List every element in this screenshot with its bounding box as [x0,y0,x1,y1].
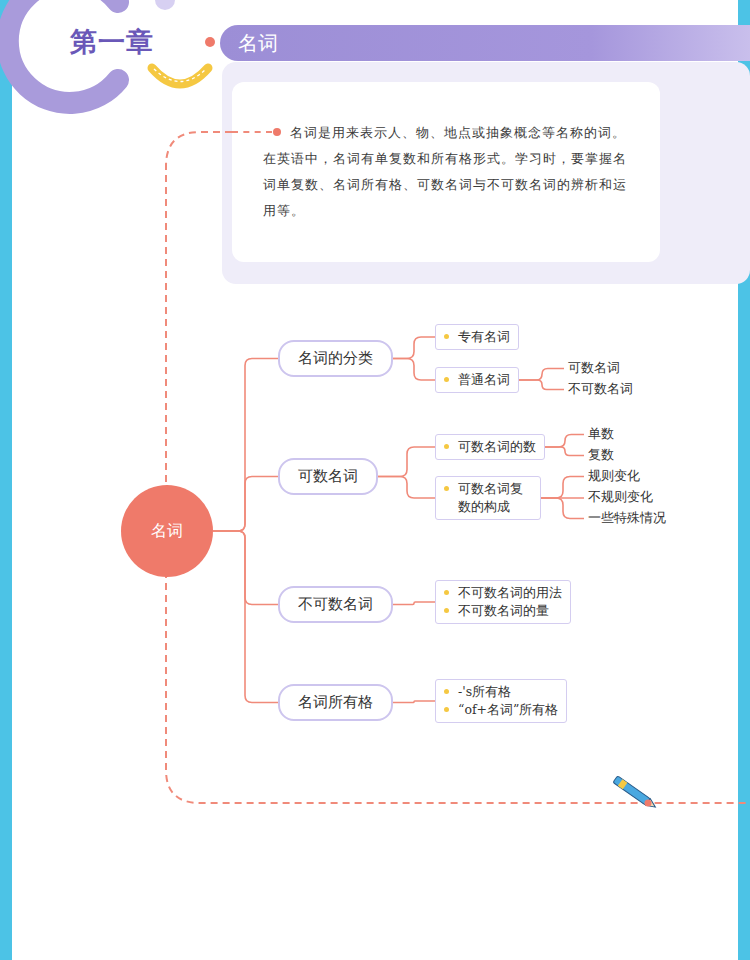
branch-connector [393,359,435,381]
bullet-dot [444,486,449,491]
leaf-label: 规则变化 [588,468,640,485]
branch-connector [393,337,435,359]
node-text: 名词所有格 [298,693,373,712]
band-dot [205,37,215,47]
branch-connector [378,477,435,499]
bullet-dot [444,689,449,694]
node-text: 不可数名词 [298,595,373,614]
branch-box: 名词的分类 [278,340,393,377]
node-text: -'s所有格 [458,683,558,701]
node-text: 不可数名词的量 [458,602,562,620]
bullet-dot [444,377,449,382]
node-text: 专有名词 [458,328,510,346]
node-text: 可数名词复数的构成 [458,480,532,516]
intro-card: 名词是用来表示人、物、地点或抽象概念等名称的词。在英语中，名词有单复数和所有格形… [232,82,660,262]
leaf-label: 不可数名词 [568,381,633,398]
title-band: 名词 [220,25,750,61]
leaf-label: 可数名词 [568,360,620,377]
ornament-dot [155,0,175,10]
node-text: 普通名词 [458,371,510,389]
dashed-guide [232,131,272,133]
node-text: “of+名词”所有格 [458,701,558,719]
sub-box: 可数名词复数的构成 [435,476,541,520]
leaf-label: 不规则变化 [588,489,653,506]
leader-line [541,498,584,519]
bullet-dot [273,128,281,136]
root-circle: 名词 [121,485,213,577]
branch-box: 可数名词 [278,458,378,495]
node-text: 可数名词的数 [458,438,536,456]
smile-stitch [154,69,206,82]
bullet-dot [444,590,449,595]
sub-box: 可数名词的数 [435,434,545,460]
bullet-dot [444,707,449,712]
sub-box: 不可数名词的用法不可数名词的量 [435,580,571,624]
bullet-dot [444,334,449,339]
sub-box: -'s所有格“of+名词”所有格 [435,679,567,723]
branch-connector [213,477,278,532]
pen-icon [613,776,658,811]
node-text: 名词的分类 [298,349,373,368]
branch-connector [393,701,435,703]
sub-box: 普通名词 [435,367,519,393]
node-text: 不可数名词的用法 [458,584,562,602]
leader-line [541,477,584,499]
intro-panel [222,62,750,284]
leaf-label: 单数 [588,426,614,443]
branch-connector [378,447,435,477]
branch-box: 不可数名词 [278,586,393,623]
leader-line [545,435,584,448]
node-text: 名词 [151,521,183,542]
pen-dot [645,800,652,807]
sub-box: 专有名词 [435,324,519,350]
chapter-title: 第一章 [70,24,154,60]
node-text: 可数名词 [298,467,358,486]
leaf-label: 复数 [588,447,614,464]
leaf-label: 一些特殊情况 [588,510,666,527]
branch-connector [213,531,278,703]
bullet-dot [444,444,449,449]
leader-line [545,447,584,456]
branch-connector [213,359,278,532]
smile-ornament [152,68,208,84]
leader-line [519,380,564,390]
node-text: 名词 [238,30,750,57]
side-strip [0,0,12,960]
bullet-dot [444,608,449,613]
leader-line [519,369,564,381]
node-text: 名词是用来表示人、物、地点或抽象概念等名称的词。在英语中，名词有单复数和所有格形… [263,120,632,224]
branch-box: 名词所有格 [278,684,393,721]
branch-connector [393,602,435,605]
